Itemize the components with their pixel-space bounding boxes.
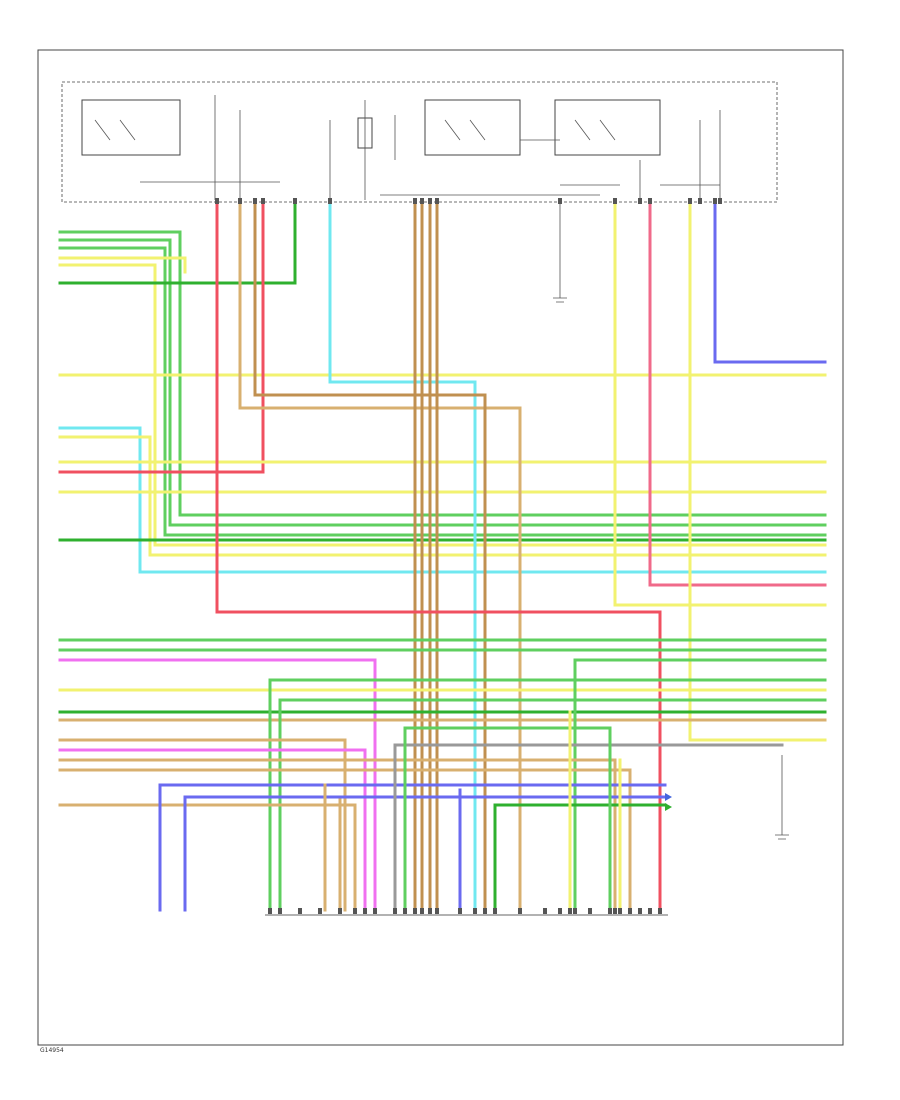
wire-43 [393, 743, 784, 912]
bottom-pin-1 [278, 908, 282, 914]
diagram-frame [37, 49, 844, 1046]
top-pin-14 [688, 198, 692, 204]
bottom-pin-15 [473, 908, 477, 914]
bottom-pin-2 [298, 908, 302, 914]
bottom-pin-28 [638, 908, 642, 914]
bottom-pin-19 [543, 908, 547, 914]
wire-15 [253, 198, 487, 912]
wire-9 [58, 198, 265, 474]
bottom-pin-30 [658, 908, 662, 914]
wire-24 [713, 198, 827, 364]
wire-1 [58, 238, 827, 527]
wire-20 [215, 198, 662, 912]
wire-44 [403, 726, 612, 912]
control-module-box [61, 81, 778, 203]
wire-3 [58, 256, 187, 274]
bottom-pin-10 [413, 908, 417, 914]
bottom-pin-27 [628, 908, 632, 914]
wire-36 [58, 758, 617, 912]
bottom-pin-21 [568, 908, 572, 914]
top-pin-11 [613, 198, 617, 204]
relay-box-2 [424, 99, 521, 156]
relay-box-3 [554, 99, 661, 156]
wire-4 [58, 263, 827, 547]
relay-box-1 [81, 99, 181, 156]
relay-group [81, 95, 721, 200]
wire-35 [58, 748, 367, 912]
bottom-pin-18 [518, 908, 522, 914]
wire-37 [58, 768, 632, 912]
top-pin-9 [435, 198, 439, 204]
bottom-pin-24 [608, 908, 612, 914]
bottom-pin-6 [363, 908, 367, 914]
bottom-pin-20 [558, 908, 562, 914]
top-pin-17 [718, 198, 722, 204]
bottom-pin-14 [458, 908, 462, 914]
top-pin-12 [638, 198, 642, 204]
bottom-pin-11 [420, 908, 424, 914]
wire-5 [58, 198, 297, 285]
wire-22 [648, 198, 827, 587]
footer-code: G14954 [40, 1047, 64, 1054]
output-arrows [665, 793, 672, 811]
wire-layer [58, 198, 827, 912]
bottom-pin-7 [373, 908, 377, 914]
top-pin-16 [713, 198, 717, 204]
bottom-pin-4 [338, 908, 342, 914]
top-pin-5 [328, 198, 332, 204]
wire-23 [688, 198, 827, 742]
wire-41 [183, 795, 667, 912]
top-pin-13 [648, 198, 652, 204]
bottom-pin-5 [353, 908, 357, 914]
top-pin-6 [413, 198, 417, 204]
top-pin-0 [215, 198, 219, 204]
bottom-pin-16 [483, 908, 487, 914]
top-pin-15 [698, 198, 702, 204]
wire-42 [493, 803, 667, 912]
bottom-pin-9 [403, 908, 407, 914]
bottom-pin-26 [618, 908, 622, 914]
ground-symbol-right [775, 755, 789, 840]
wire-7 [58, 426, 827, 574]
top-pin-7 [420, 198, 424, 204]
bottom-pin-25 [613, 908, 617, 914]
wire-13 [328, 198, 477, 912]
wire-27 [58, 658, 377, 912]
bottom-pin-13 [435, 908, 439, 914]
top-pin-8 [428, 198, 432, 204]
top-pin-4 [293, 198, 297, 204]
top-pin-2 [253, 198, 257, 204]
bottom-pin-23 [588, 908, 592, 914]
ground-symbol-top [553, 200, 567, 303]
bottom-pin-12 [428, 908, 432, 914]
wire-21 [613, 198, 827, 607]
bottom-pin-17 [493, 908, 497, 914]
connector-pins [215, 198, 722, 916]
bottom-pin-3 [318, 908, 322, 914]
wire-38 [58, 803, 357, 912]
wire-34 [58, 738, 347, 912]
top-pin-3 [261, 198, 265, 204]
bottom-pin-0 [268, 908, 272, 914]
top-pin-1 [238, 198, 242, 204]
bottom-pin-29 [648, 908, 652, 914]
wire-14 [238, 198, 522, 912]
bottom-pin-22 [573, 908, 577, 914]
bottom-pin-8 [393, 908, 397, 914]
wire-31 [268, 678, 827, 912]
wire-8 [58, 435, 827, 557]
wire-2 [58, 246, 827, 537]
